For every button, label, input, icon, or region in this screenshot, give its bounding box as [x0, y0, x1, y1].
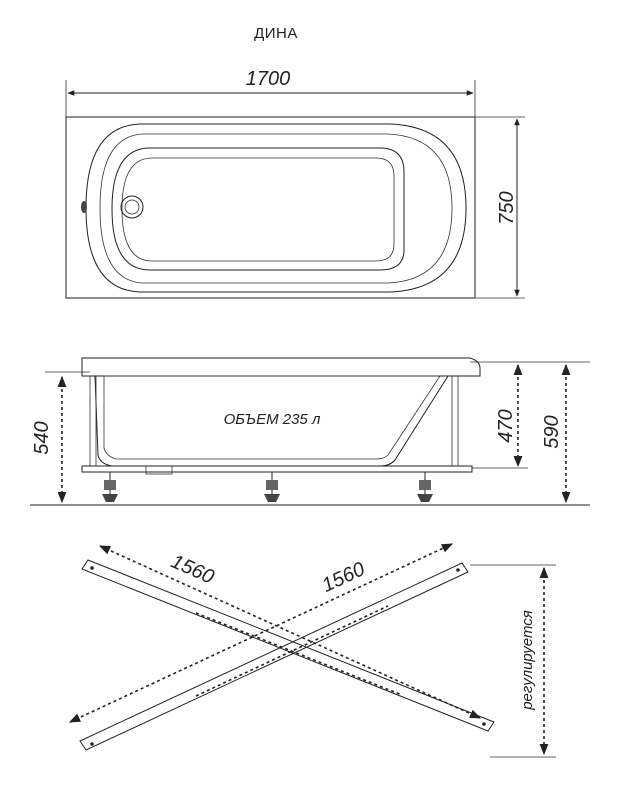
width-label: 750: [496, 191, 518, 224]
right-diagonal-dimension: [68, 543, 454, 723]
frame-view: 1560 1560 регулируется: [68, 543, 556, 758]
tub-bottom-outer: [111, 147, 405, 271]
drain-inner-icon: [124, 199, 140, 215]
tub-bowl-edge: [99, 133, 453, 284]
drain-icon: [120, 195, 144, 219]
frame-bar-1-holes: [195, 612, 403, 696]
length-label: 1700: [246, 68, 291, 90]
volume-label: ОБЪЕМ 235 л: [224, 411, 321, 428]
leg-left: [102, 472, 118, 502]
inner-height-label: 470: [495, 409, 517, 442]
right-diagonal-label: 1560: [319, 558, 369, 597]
leg-middle: [264, 472, 280, 502]
left-height-label: 540: [31, 421, 53, 454]
tub-bottom-inner: [121, 157, 395, 262]
top-view: 1700 750: [65, 68, 525, 299]
model-title: ДИНА: [254, 25, 298, 42]
side-view: ОБЪЕМ 235 л 540 470 590: [30, 357, 590, 506]
frame-bar-1: [81, 559, 495, 732]
total-height-label: 590: [541, 415, 563, 448]
left-diagonal-label: 1560: [168, 550, 218, 588]
drain-trap-icon: [145, 465, 173, 475]
base-frame-rail: [81, 465, 473, 473]
tub-body-inner-profile: [103, 375, 441, 460]
left-diagonal-dimension: [98, 545, 482, 719]
tub-rim-profile: [81, 357, 481, 377]
tub-inner-edge: [85, 123, 467, 293]
leg-right: [417, 472, 433, 502]
overflow-icon: [81, 201, 87, 213]
tub-outer-rim: [65, 116, 476, 299]
adjustable-label: регулируется: [519, 610, 536, 711]
